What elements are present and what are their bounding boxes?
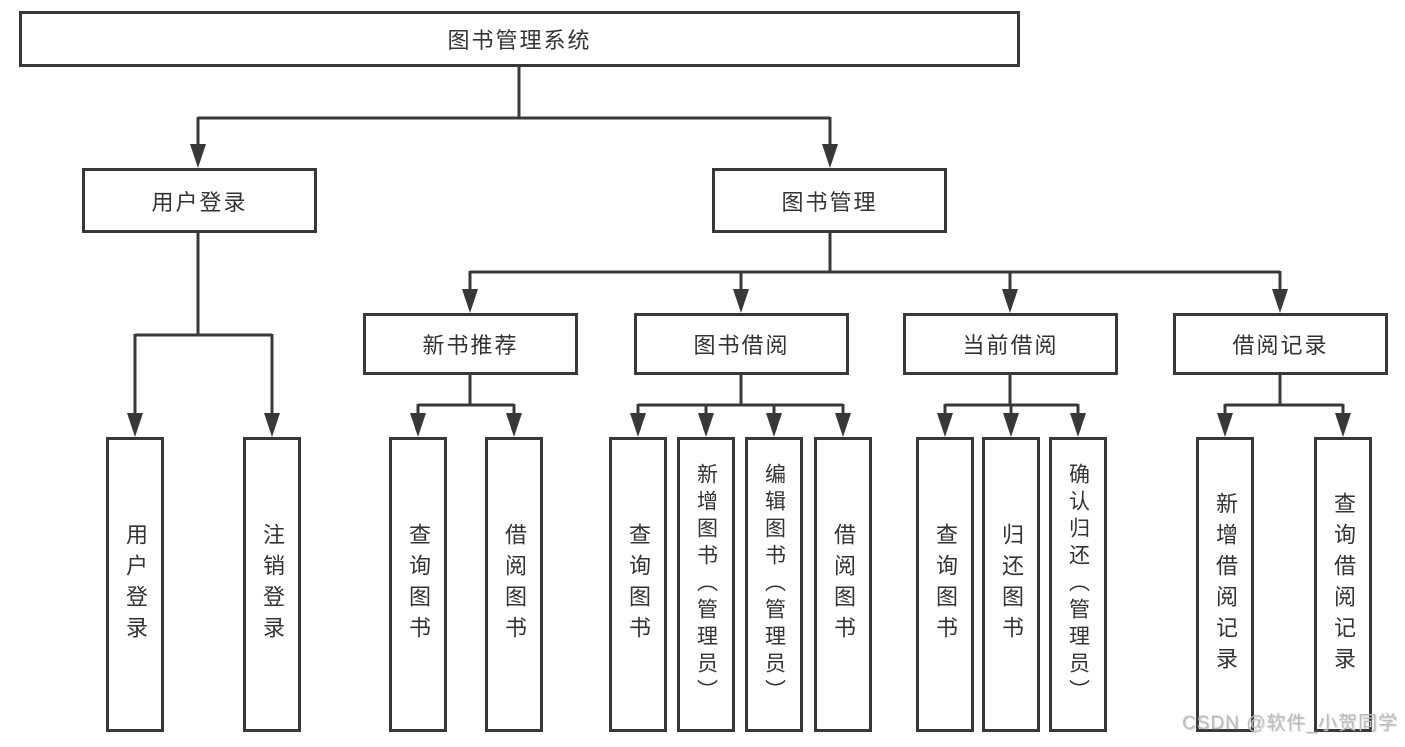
leaf-query-books-recommend-label: 查询图书 xyxy=(406,522,431,647)
leaf-logout-label: 注销登录 xyxy=(260,522,285,647)
node-book-borrowing: 图书借阅 xyxy=(634,313,849,375)
node-user-login-label: 用户登录 xyxy=(151,189,248,215)
leaf-borrow-books-recommend: 借阅图书 xyxy=(485,437,543,732)
leaf-query-borrow-record: 查询借阅记录 xyxy=(1314,437,1372,732)
node-current-borrowing: 当前借阅 xyxy=(903,313,1118,375)
leaf-borrow-books-recommend-label: 借阅图书 xyxy=(502,522,527,647)
leaf-confirm-return-admin-label: 确认归还（管理员） xyxy=(1066,463,1090,706)
node-current-borrowing-label: 当前借阅 xyxy=(962,333,1059,358)
leaf-return-book-label: 归还图书 xyxy=(999,522,1024,647)
leaf-user-login-label: 用户登录 xyxy=(123,522,148,647)
leaf-borrow-books-label: 借阅图书 xyxy=(831,522,856,647)
leaf-edit-book-admin-label: 编辑图书（管理员） xyxy=(762,463,786,706)
node-book-borrowing-label: 图书借阅 xyxy=(693,333,790,358)
watermark-text: CSDN @软件_小贺同学 xyxy=(1182,713,1398,734)
leaf-user-login: 用户登录 xyxy=(106,437,164,732)
node-new-book-recommendation: 新书推荐 xyxy=(363,313,578,375)
leaf-add-book-admin-label: 新增图书（管理员） xyxy=(694,463,718,706)
node-book-management: 图书管理 xyxy=(712,168,947,233)
node-root: 图书管理系统 xyxy=(19,11,1020,67)
node-new-book-recommendation-label: 新书推荐 xyxy=(422,333,519,358)
node-root-label: 图书管理系统 xyxy=(447,28,592,53)
node-user-login: 用户登录 xyxy=(82,168,317,233)
leaf-query-books-borrow: 查询图书 xyxy=(609,437,667,732)
leaf-query-books-borrow-label: 查询图书 xyxy=(626,522,651,647)
leaf-add-book-admin: 新增图书（管理员） xyxy=(677,437,735,732)
leaf-confirm-return-admin: 确认归还（管理员） xyxy=(1049,437,1107,732)
leaf-query-books-current-label: 查询图书 xyxy=(933,522,958,647)
leaf-add-borrow-record-label: 新增借阅记录 xyxy=(1213,491,1238,678)
node-borrowing-records-label: 借阅记录 xyxy=(1232,333,1329,358)
node-borrowing-records: 借阅记录 xyxy=(1173,313,1388,375)
leaf-return-book: 归还图书 xyxy=(982,437,1040,732)
leaf-query-books-recommend: 查询图书 xyxy=(389,437,447,732)
leaf-query-books-current: 查询图书 xyxy=(916,437,974,732)
leaf-borrow-books: 借阅图书 xyxy=(814,437,872,732)
arrowhead-group xyxy=(127,144,1351,437)
leaf-query-borrow-record-label: 查询借阅记录 xyxy=(1331,491,1356,678)
leaf-add-borrow-record: 新增借阅记录 xyxy=(1196,437,1254,732)
node-book-management-label: 图书管理 xyxy=(781,189,878,215)
leaf-edit-book-admin: 编辑图书（管理员） xyxy=(745,437,803,732)
leaf-logout: 注销登录 xyxy=(243,437,301,732)
